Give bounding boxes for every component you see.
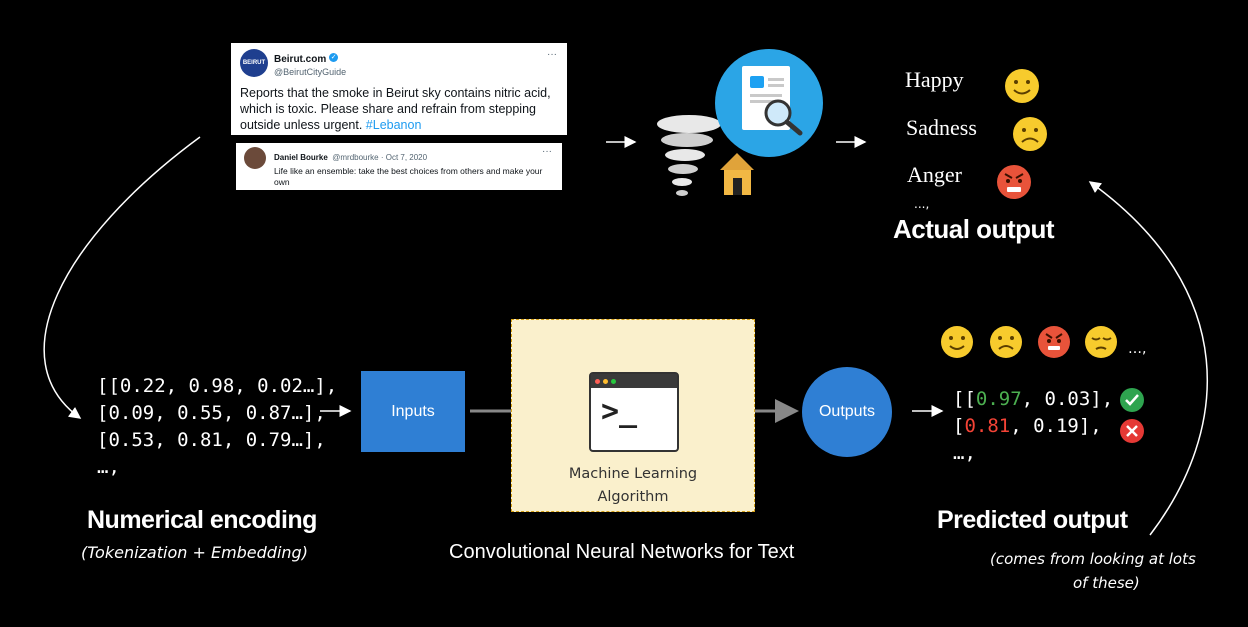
terminal-titlebar <box>591 374 677 388</box>
window-maximize-dot <box>611 378 616 384</box>
tweet2-text: Life like an ensemble: take the best cho… <box>274 166 543 187</box>
sad-emoji-small-icon <box>990 326 1022 358</box>
predicted-row-2-rest: , 0.19], <box>1010 415 1102 437</box>
actual-output-title: Actual output <box>893 214 1055 244</box>
encoding-row-2: [0.09, 0.55, 0.87…], <box>97 402 326 424</box>
predicted-emoji-ellipsis: …, <box>1128 341 1147 357</box>
predicted-row-2: [0.81, 0.19], <box>953 415 1102 437</box>
outputs-label: Outputs <box>818 403 876 420</box>
angry-emoji-icon <box>997 165 1031 199</box>
beirut-logo-icon: BEIRUT <box>240 49 268 77</box>
encoding-row-1: [[0.22, 0.98, 0.02…], <box>97 375 338 397</box>
label-sadness: Sadness <box>906 115 977 140</box>
cross-icon <box>1120 419 1144 443</box>
ml-label-line-2: Algorithm <box>597 489 669 505</box>
terminal-prompt: >_ <box>601 394 638 429</box>
tweet-hashtag: #Lebanon <box>365 118 422 132</box>
predicted-row-1-open: [[ <box>953 388 976 410</box>
outputs-circle: Outputs <box>802 367 892 457</box>
predicted-row-2-open: [ <box>953 415 965 437</box>
ml-algorithm-box: >_ Machine Learning Algorithm <box>511 319 755 512</box>
predicted-note-line-2: of these) <box>1073 574 1140 592</box>
tornado-icon <box>657 115 721 196</box>
numerical-encoding-title: Numerical encoding <box>87 506 317 534</box>
encoding-row-3: [0.53, 0.81, 0.79…], <box>97 429 326 451</box>
more-options-icon: ··· <box>547 49 557 60</box>
numerical-encoding-subtitle: (Tokenization + Embedding) <box>81 543 308 562</box>
window-minimize-dot <box>603 378 608 384</box>
avatar <box>244 147 266 169</box>
tweet-author-name: Beirut.com <box>274 54 327 65</box>
predicted-output-title: Predicted output <box>937 506 1128 534</box>
tweet-text: Reports that the smoke in Beirut sky con… <box>240 85 558 133</box>
tweet2-author-name: Daniel Bourke <box>274 153 328 162</box>
house-icon <box>720 153 754 195</box>
predicted-row-3: …, <box>953 442 976 464</box>
angry-emoji-small-icon <box>1038 326 1070 358</box>
predicted-row-1: [[0.97, 0.03], <box>953 388 1113 410</box>
actual-ellipsis: ..., <box>914 197 930 211</box>
happy-emoji-small-icon <box>941 326 973 358</box>
encoding-row-4: …, <box>97 456 120 478</box>
verified-badge-icon: ✓ <box>329 53 339 63</box>
tweet-card-daniel: Daniel Bourke @mrdbourke · Oct 7, 2020 L… <box>236 143 562 190</box>
predicted-row-1-value: 0.97 <box>975 388 1022 410</box>
pensive-emoji-icon <box>1085 326 1117 358</box>
terminal-icon: >_ <box>589 372 679 452</box>
sad-emoji-icon <box>1013 117 1047 151</box>
predicted-row-1-rest: , 0.03], <box>1021 388 1114 410</box>
more-options-icon: ··· <box>542 146 552 157</box>
predicted-row-2-value: 0.81 <box>964 415 1011 437</box>
tweet2-meta: @mrdbourke · Oct 7, 2020 <box>332 153 428 162</box>
inputs-box: Inputs <box>361 371 465 452</box>
diagram-caption: Convolutional Neural Networks for Text <box>449 541 795 563</box>
ml-label-line-1: Machine Learning <box>568 466 698 482</box>
predicted-note-line-1: (comes from looking at lots <box>990 550 1196 568</box>
label-anger: Anger <box>907 162 962 187</box>
label-happy: Happy <box>905 67 964 92</box>
inputs-label: Inputs <box>391 402 435 420</box>
check-icon <box>1120 388 1144 412</box>
tweet-card-beirut: BEIRUT Beirut.com✓ @BeirutCityGuide ··· … <box>231 43 567 135</box>
predicted-to-actual-curve <box>1088 181 1208 536</box>
tweet-body: Reports that the smoke in Beirut sky con… <box>240 86 551 132</box>
document-search-icon <box>715 49 823 157</box>
ml-algorithm-label: Machine Learning Algorithm <box>512 463 754 509</box>
happy-emoji-icon <box>1005 69 1039 103</box>
window-close-dot <box>595 378 600 384</box>
tweet-author-handle: @BeirutCityGuide <box>274 67 347 77</box>
tweet-to-encoding-curve <box>43 136 201 419</box>
